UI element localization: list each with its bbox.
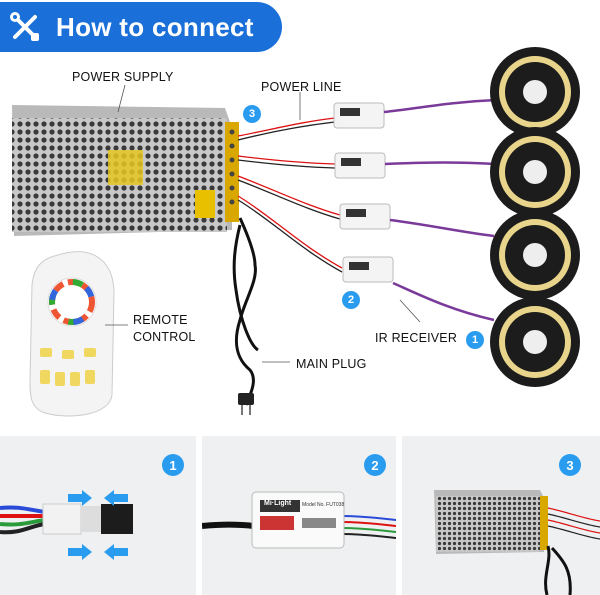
- led-reel-1: [490, 47, 580, 137]
- controller-2: [334, 152, 386, 179]
- controller-1: [333, 102, 385, 129]
- controller-3: [339, 203, 391, 230]
- detail-panel-power-supply: 3: [402, 436, 600, 595]
- controller-illustration: [202, 491, 396, 549]
- controller-4: [342, 256, 394, 283]
- main-plug-cable: [232, 217, 259, 406]
- ir-receiver-label: IR RECEIVER: [375, 331, 458, 345]
- power-lines: [237, 117, 343, 273]
- main-plug-label: MAIN PLUG: [296, 357, 367, 371]
- controller-brand: Mi·Light: [264, 500, 292, 507]
- callout-lines: [105, 84, 421, 363]
- panel-badge-2: 2: [364, 454, 386, 476]
- rgb-connector-illustration: [0, 490, 133, 560]
- remote-control-label-line2: CONTROL: [133, 330, 196, 344]
- detail-panel-controller: Mi·Light Model No. FUT038 2: [202, 436, 396, 595]
- wrench-screwdriver-icon: [0, 2, 50, 52]
- plug-icon: [238, 393, 254, 415]
- wiring-diagram: [12, 47, 580, 417]
- remote-control: [29, 251, 115, 417]
- power-line-label: POWER LINE: [261, 80, 342, 94]
- led-reel-3: [490, 210, 580, 300]
- led-reel-4: [490, 297, 580, 387]
- power-supply-unit: [12, 105, 239, 236]
- panel-badge-1: 1: [162, 454, 184, 476]
- page-title: How to connect: [56, 11, 254, 42]
- led-reel-2: [490, 127, 580, 217]
- remote-control-label-line1: REMOTE: [133, 313, 188, 327]
- rgb-leads: [383, 98, 497, 322]
- step-badge-3: 3: [243, 105, 261, 123]
- power-supply-label: POWER SUPPLY: [72, 70, 174, 84]
- panel-badge-3: 3: [559, 454, 581, 476]
- controller-model: Model No. FUT038: [302, 502, 345, 508]
- power-supply-closeup: [434, 490, 600, 595]
- header-banner: How to connect: [0, 2, 282, 52]
- detail-panel-connector: 1: [0, 436, 196, 595]
- step-badge-2: 2: [342, 291, 360, 309]
- step-badge-1: 1: [466, 331, 484, 349]
